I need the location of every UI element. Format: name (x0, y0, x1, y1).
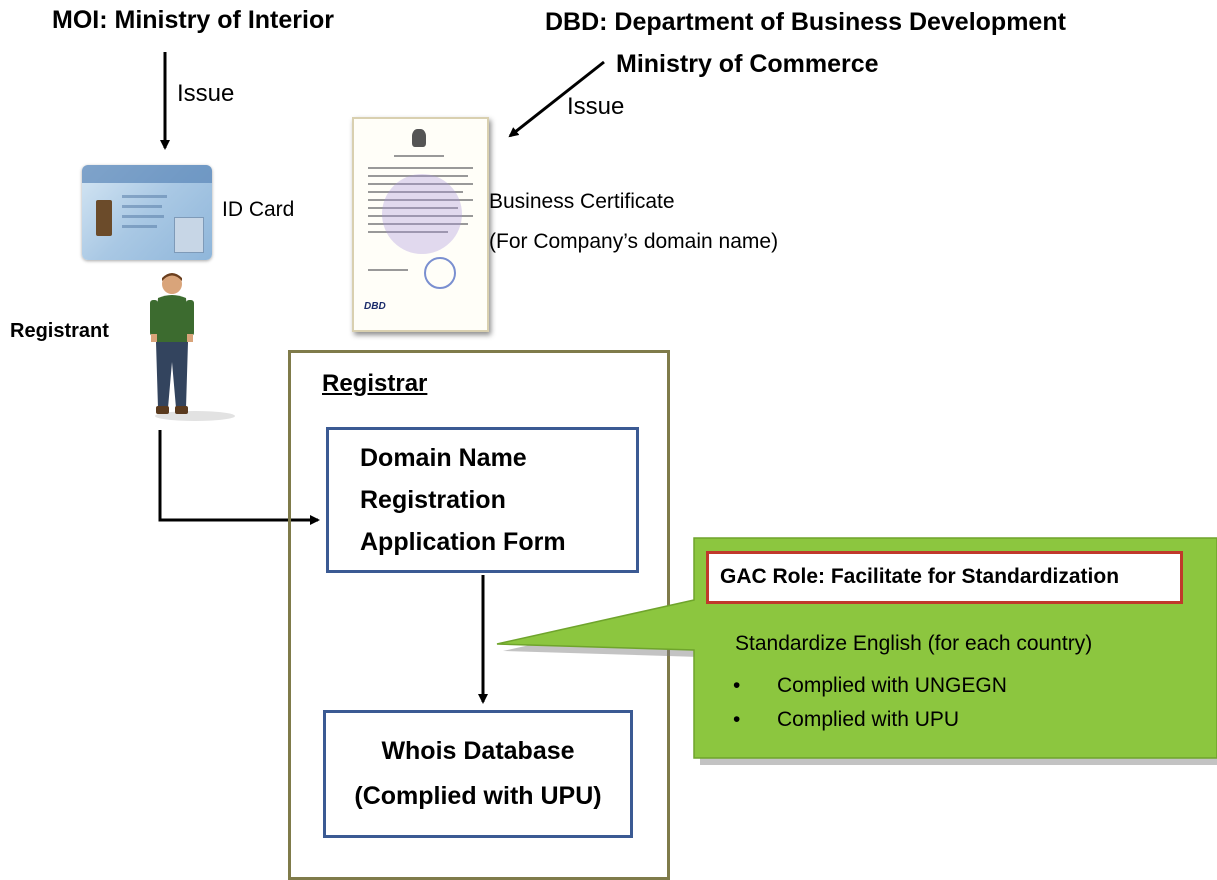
application-form-text: Domain Name Registration Application For… (360, 437, 566, 563)
moi-heading: MOI: Ministry of Interior (52, 6, 334, 34)
dbd-logo: DBD (364, 301, 386, 312)
gac-role-box (706, 551, 1183, 604)
dbd-subheading: Ministry of Commerce (616, 50, 879, 78)
certificate-label: Business Certificate (489, 190, 675, 213)
form-line-3: Application Form (360, 528, 566, 556)
registrant-label: Registrant (10, 320, 109, 342)
whois-subtitle: (Complied with UPU) (354, 782, 602, 810)
dbd-issue-label: Issue (567, 93, 625, 120)
application-form-box (326, 427, 639, 573)
certificate-sublabel: (For Company’s domain name) (489, 230, 779, 253)
form-line-1: Domain Name (360, 444, 527, 472)
person-icon (150, 273, 235, 421)
gac-bullet-1: • Complied with UNGEGN (733, 674, 1007, 698)
registrar-title: Registrar (322, 370, 428, 397)
moi-issue-label: Issue (177, 80, 235, 107)
id-card-image (82, 165, 212, 260)
id-card-label: ID Card (222, 198, 295, 221)
form-line-2: Registration (360, 486, 506, 514)
whois-title: Whois Database (381, 737, 575, 765)
bullet-text: Complied with UPU (777, 708, 960, 731)
business-certificate-image: DBD (352, 117, 489, 332)
dbd-heading: DBD: Department of Business Development (545, 8, 1066, 36)
bullet-text: Complied with UNGEGN (777, 674, 1007, 697)
bullet-marker: • (733, 674, 741, 697)
gac-standardize-text: Standardize English (for each country) (735, 632, 1093, 655)
bullet-marker: • (733, 708, 741, 731)
gac-bullet-2: • Complied with UPU (733, 708, 959, 732)
whois-database-box (323, 710, 633, 838)
gac-role-text: GAC Role: Facilitate for Standardization (720, 565, 1120, 588)
